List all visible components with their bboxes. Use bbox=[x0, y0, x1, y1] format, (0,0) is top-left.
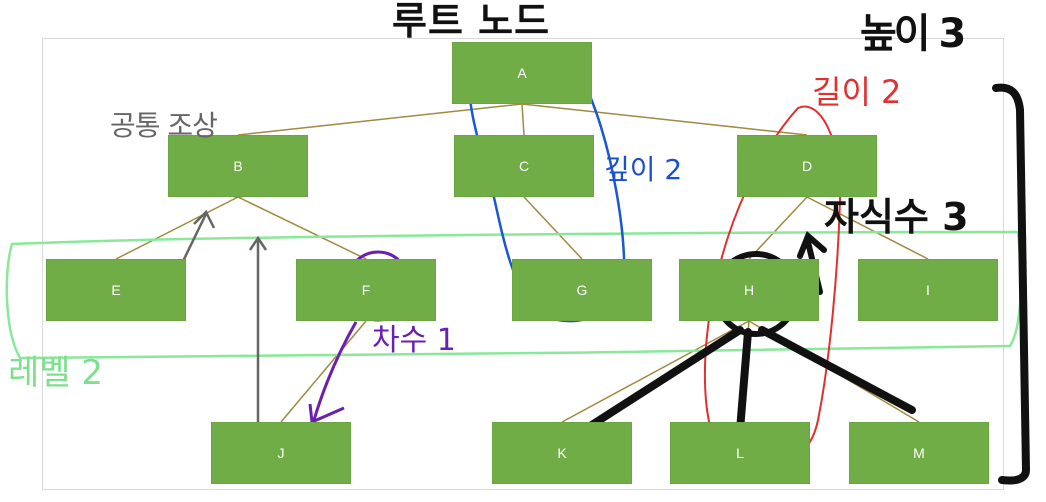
ancestor-annotation: 공통 조상 bbox=[110, 109, 218, 142]
degree-arrow bbox=[308, 321, 358, 425]
height-bracket bbox=[992, 83, 1031, 485]
root-annotation: 루트 노드 bbox=[392, 0, 551, 43]
tree-node-l: L bbox=[670, 422, 810, 484]
tree-node-h: H bbox=[679, 259, 819, 321]
edge-a-b bbox=[237, 103, 523, 136]
edge-a-c bbox=[521, 103, 525, 136]
length-annotation: 길이 2 bbox=[812, 73, 902, 111]
depth-annotation: 깊이 2 bbox=[604, 153, 683, 186]
tree-node-k: K bbox=[492, 422, 632, 484]
height-annotation: 높이 3 bbox=[860, 11, 966, 57]
tree-node-e: E bbox=[46, 259, 186, 321]
tree-node-f: F bbox=[296, 259, 436, 321]
edge-h-k bbox=[561, 320, 750, 423]
ancestor-arrow-from-j bbox=[248, 235, 268, 432]
tree-node-c: C bbox=[454, 135, 594, 197]
tree-node-b: B bbox=[168, 135, 308, 197]
tree-node-d: D bbox=[737, 135, 877, 197]
children-count-annotation: 자식수 3 bbox=[824, 195, 969, 239]
degree-annotation: 차수 1 bbox=[372, 323, 456, 358]
level-highlight-band bbox=[5, 230, 1023, 360]
edge-c-g bbox=[523, 196, 583, 260]
tree-node-j: J bbox=[211, 422, 351, 484]
edge-d-i bbox=[806, 196, 929, 260]
diagram-frame bbox=[42, 38, 1004, 490]
edge-b-f bbox=[237, 196, 367, 260]
edge-d-h bbox=[748, 196, 808, 260]
edge-f-j bbox=[280, 320, 367, 423]
edge-a-d bbox=[521, 103, 808, 136]
tree-node-a: A bbox=[452, 42, 592, 104]
level-annotation: 레벨 2 bbox=[8, 353, 103, 393]
edge-b-e bbox=[115, 196, 239, 260]
tree-node-i: I bbox=[858, 259, 998, 321]
stick-figure-limbs bbox=[580, 326, 916, 434]
tree-node-g: G bbox=[512, 259, 652, 321]
tree-node-m: M bbox=[849, 422, 989, 484]
